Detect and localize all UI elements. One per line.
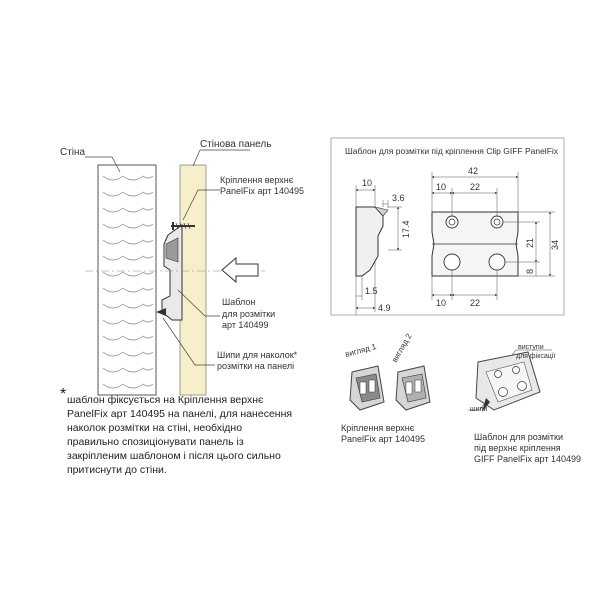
mount-label-1: Кріплення верхнє bbox=[220, 175, 294, 185]
spikes-label: шипи bbox=[470, 406, 487, 413]
dim-front-total: 42 bbox=[468, 166, 478, 176]
mount-label-2: PanelFix арт 140495 bbox=[220, 186, 304, 196]
bracket-view-1 bbox=[349, 365, 385, 411]
protrusions-label-2: для фіксації bbox=[516, 352, 555, 360]
protrusions-label-1: виступи bbox=[518, 344, 544, 351]
note-star: * bbox=[60, 386, 67, 403]
template-front-view bbox=[431, 172, 555, 300]
dim-side-height: 17.4 bbox=[401, 220, 411, 238]
bracket-caption-2: PanelFix арт 140495 bbox=[341, 434, 425, 444]
spikes-label-2: розмітки на панелі bbox=[217, 361, 295, 371]
dim-front-r3: 8 bbox=[525, 269, 535, 274]
view-1-label: вигляд 1 bbox=[344, 342, 378, 359]
view-2-label: вигляд 2 bbox=[390, 331, 414, 364]
note-line-2: PanelFix арт 140495 на панелі, для нанес… bbox=[67, 408, 293, 420]
mount-bracket bbox=[156, 224, 183, 321]
dim-front-r2: 34 bbox=[550, 240, 560, 250]
wall-panel-label: Стінова панель bbox=[200, 139, 272, 150]
note-line-5: закріпленим шаблоном і після цього сильн… bbox=[67, 450, 281, 462]
note-line-1: шаблон фіксується на Кріплення верхнє bbox=[67, 394, 264, 406]
dim-front-r1: 21 bbox=[525, 238, 535, 248]
push-arrow-icon bbox=[221, 256, 259, 284]
note-line-6: притиснути до стіни. bbox=[67, 464, 167, 476]
template-box-title: Шаблон для розмітки під кріплення Clip G… bbox=[345, 146, 559, 156]
template-label-2: для розмітки bbox=[222, 309, 276, 319]
wall-label: Стіна bbox=[60, 147, 86, 158]
dim-side-b2: 4.9 bbox=[378, 303, 391, 313]
note-line-4: правильно спозиціонувати панель із bbox=[67, 436, 244, 448]
wall-panel bbox=[179, 164, 207, 396]
screw-icon bbox=[171, 222, 195, 230]
template-caption-1: Шаблон для розмітки bbox=[474, 432, 564, 442]
dim-front-t2: 22 bbox=[470, 182, 480, 192]
template-perspective-view bbox=[475, 351, 541, 412]
bracket-caption-1: Кріплення верхнє bbox=[341, 423, 415, 433]
dim-front-t1: 10 bbox=[436, 182, 446, 192]
bracket-view-2 bbox=[395, 365, 431, 411]
template-label-3: арт 140499 bbox=[222, 320, 269, 330]
template-caption-3: GIFF PanelFix арт 140499 bbox=[474, 454, 581, 464]
template-label-1: Шаблон bbox=[222, 297, 256, 307]
wall-section bbox=[97, 164, 157, 396]
template-caption-2: під верхнє кріплення bbox=[474, 443, 561, 453]
spikes-label-1: Шипи для наколок* bbox=[217, 350, 298, 360]
dim-side-b1: 1.5 bbox=[365, 286, 378, 296]
leader-lines bbox=[85, 149, 250, 366]
note-line-3: наколок розмітки на стіні, необхідно bbox=[67, 422, 243, 434]
dim-front-b2: 22 bbox=[470, 298, 480, 308]
dim-side-top: 10 bbox=[362, 178, 372, 188]
template-side-profile bbox=[355, 185, 402, 315]
perspective-leaders bbox=[468, 349, 552, 411]
dim-side-notch: 3.6 bbox=[392, 193, 405, 203]
dim-front-b1: 10 bbox=[436, 298, 446, 308]
